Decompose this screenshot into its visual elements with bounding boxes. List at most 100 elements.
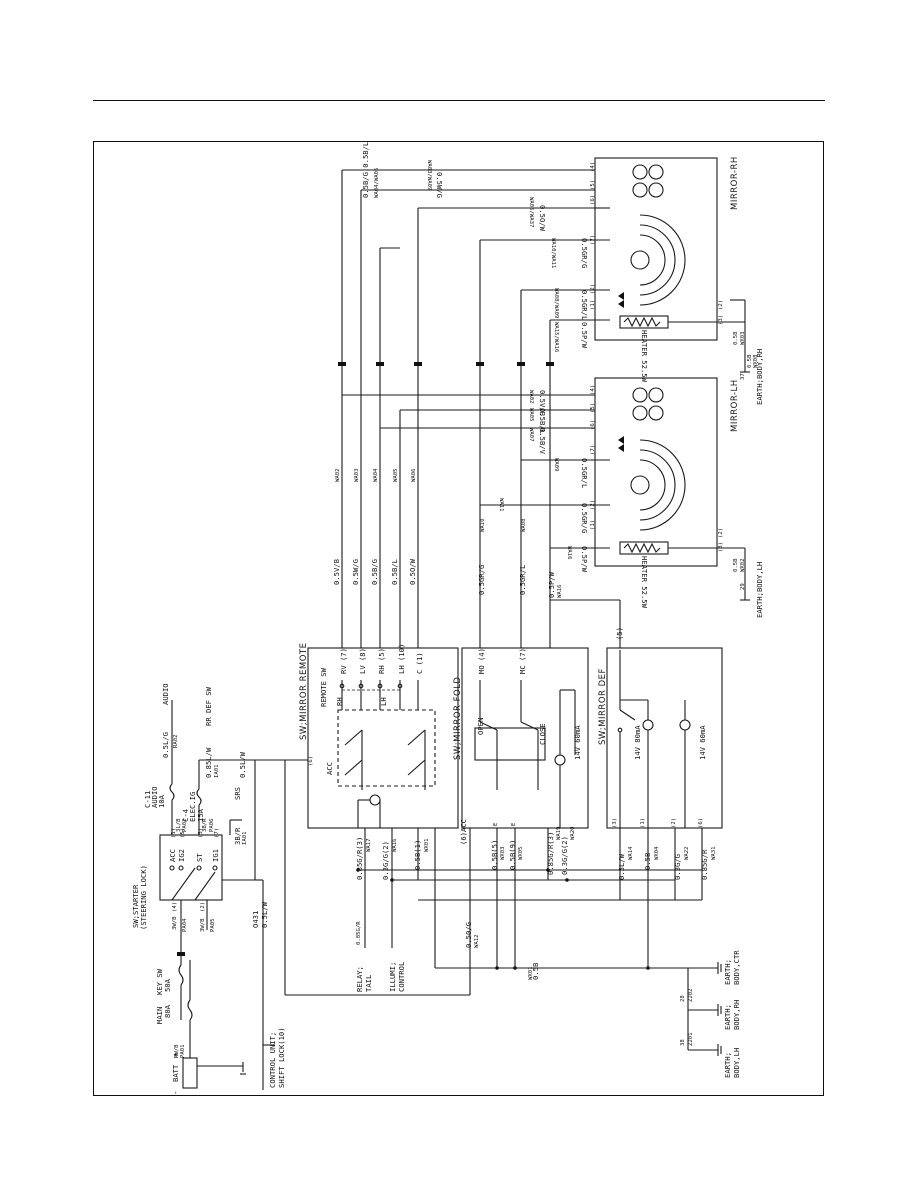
starter-title: SW;STARTER bbox=[131, 884, 140, 928]
relay-label: RELAY; bbox=[355, 966, 364, 992]
wire-tail: 0.85G/R bbox=[356, 921, 362, 945]
elec-ig-fuse-rating: 15A bbox=[196, 808, 205, 822]
illumi-label: ILLUMI; bbox=[388, 962, 397, 992]
mid-def-c: WA16 bbox=[557, 585, 563, 598]
mirror-lh: MIRROR-LH 0.5V/B WA02 0.5B/L WA05 0.5B/V… bbox=[342, 377, 764, 618]
audio-fuse-rating: 10A bbox=[157, 794, 166, 808]
rh-pin-5: (5) bbox=[590, 180, 596, 190]
remote-pin-lh: LH (10) bbox=[397, 644, 406, 674]
wire-ctrl: 0.5L/W bbox=[260, 901, 269, 928]
elec-ig-fuse-sub: ELEC.IG bbox=[188, 792, 197, 822]
rh-wire-pw-c: WA15/WA16 bbox=[553, 322, 559, 352]
mid-wires: 0.5V/B WA02 0.5W/G WA03 0.5B/G WA04 0.5B… bbox=[332, 170, 621, 648]
wire-ctrl-top: 0.5L/W bbox=[238, 751, 247, 778]
rh-wire-ow: 0.5O/W bbox=[538, 205, 547, 232]
control-unit-label: CONTROL UNIT; bbox=[268, 1032, 277, 1088]
rh-wire-pw: 0.5P/W bbox=[580, 322, 589, 349]
remote-sw-lh: LH bbox=[379, 697, 388, 706]
wire-ilk: 0.50/G bbox=[464, 922, 473, 948]
mid-lv: 0.5W/G bbox=[351, 559, 360, 585]
battery-minus: - bbox=[171, 1091, 180, 1095]
earth-n1: 28 bbox=[680, 995, 686, 1002]
circuit-pa02-b: PA02 bbox=[182, 819, 188, 832]
remote-pin-rv: RV (7) bbox=[339, 648, 348, 674]
rh-mid-wire: 0.5B/G,0.5B/L bbox=[361, 142, 370, 198]
lh-c-1: WA05 bbox=[528, 408, 534, 421]
lh-wire-pw-c: WA16 bbox=[566, 546, 572, 559]
wire-bat: RW/B bbox=[174, 1044, 180, 1058]
rh-earth-c2: WX08 bbox=[753, 354, 759, 368]
mid-rv-c: WA02 bbox=[335, 469, 341, 482]
def-bot-w1: 0.5L/W bbox=[617, 853, 626, 880]
lh-wire-grg: 0.5GR/G bbox=[580, 503, 589, 533]
main-fuse-rating: 80A bbox=[163, 1004, 172, 1018]
illumi-label2: CONTROL bbox=[397, 962, 406, 992]
rh-earth-wire2: 0.5B bbox=[747, 354, 753, 368]
lh-earth-c: WX02 bbox=[740, 559, 746, 572]
wire-audio-out: 0.5L/G bbox=[161, 732, 170, 758]
fold-bot-c3: WA19 bbox=[556, 827, 562, 840]
mid-c: 0.5O/W bbox=[408, 558, 417, 585]
def-bot-c4: WA31 bbox=[711, 847, 717, 860]
wire-srs: 3B/R bbox=[233, 827, 242, 845]
lh-earth-num: 29 bbox=[740, 583, 746, 590]
earth-lh2: BODY,LH bbox=[732, 1048, 741, 1078]
earths-bottom: EARTH; BODY,CTR EARTH; BODY,RH 28 Z202 E… bbox=[680, 950, 741, 1078]
def-bot-pin-3: (3) bbox=[612, 818, 618, 828]
def-bot-w4: 0.85G/R bbox=[700, 849, 709, 880]
def-sw-title: SW;MIRROR DEF bbox=[598, 668, 608, 745]
lh-heater: HEATER 52.5W bbox=[640, 556, 649, 609]
wire-rrdef: 0.85L/W bbox=[204, 747, 213, 778]
wire-3wb-1: 3W/B bbox=[172, 916, 178, 930]
mid-def: 0.5P/W bbox=[547, 571, 556, 598]
main-fuse-name: MAIN bbox=[155, 1007, 164, 1024]
wire-3br: 3B/R bbox=[202, 818, 208, 832]
lh-heater-pin: (3) bbox=[718, 542, 724, 552]
starter-pos-acc: ACC bbox=[168, 849, 177, 862]
rh-earth-name: EARTH;BODY,RH bbox=[755, 349, 764, 405]
wire-ex-c: WX01 bbox=[528, 967, 534, 980]
fold-pin-mo: MO (4) bbox=[477, 648, 486, 674]
header-rule bbox=[93, 100, 825, 101]
rh-wire-grg-c: WA10/WA11 bbox=[550, 238, 556, 268]
mid-mo-c: WA10 bbox=[480, 519, 486, 532]
mirror-remote-switch: SW;MIRROR REMOTE REMOTE SW RH LH ACC (6)… bbox=[299, 643, 459, 880]
circuit-ia01b: IA01 bbox=[242, 832, 248, 845]
fold-bot-acc: (6)ACC bbox=[459, 819, 468, 845]
lh-wire-grl-c: WA09 bbox=[553, 458, 559, 471]
wire-ex: 0.5B bbox=[531, 963, 540, 980]
rh-top-wire-1: 0.5W/G bbox=[435, 172, 444, 198]
mirror-lh-title: MIRROR-LH bbox=[730, 379, 740, 432]
earth-rh: EARTH; bbox=[723, 1004, 732, 1030]
remote-sw-left-pin: (6) bbox=[308, 756, 314, 766]
battery-label: BATT bbox=[171, 1064, 180, 1082]
lh-wire-grl: 0.5GR/L bbox=[580, 458, 589, 488]
rh-wire-grl-c: WA08/WA09 bbox=[553, 288, 559, 318]
circuit-pa06: PA06 bbox=[209, 819, 215, 832]
mid-mc: 0.5GR/L bbox=[518, 565, 527, 595]
lh-earth-wire: 0.5B bbox=[733, 558, 739, 572]
lh-c-2: WA07 bbox=[528, 428, 534, 441]
fold-bot-3: 0.85G/R(3) bbox=[546, 832, 555, 875]
starter-pos-st: ST bbox=[195, 853, 204, 862]
lh-motor-pin-2: (2) bbox=[590, 500, 596, 510]
remote-sw-subtitle: REMOTE SW bbox=[319, 667, 328, 707]
lh-wire-1: 0.5B/L bbox=[538, 408, 547, 434]
lh-c-0: WA02 bbox=[528, 390, 534, 403]
rh-wire-ow-c: WA06/WA37 bbox=[528, 197, 534, 227]
elec-ig-branch: C-4 ELEC.IG 15A 3B/R PA06 0.85L/W IA01 R… bbox=[181, 686, 248, 845]
def-bot-w3: 0.3G/G bbox=[673, 854, 682, 880]
rh-earth-wire: 0.5B bbox=[733, 331, 739, 345]
fold-bot-9: 0.5B(9) bbox=[508, 840, 517, 870]
earth-n2: 38 bbox=[680, 1039, 686, 1046]
def-bot-pin-2: (2) bbox=[671, 818, 677, 828]
mirror-fold-switch: SW;MIRROR FOLD OPEN CLOSE 14V 60mA MO (4… bbox=[453, 647, 589, 880]
fold-bot-c2: WX05 bbox=[518, 847, 524, 860]
earth-ctr2: BODY,CTR bbox=[732, 950, 741, 985]
lh-earth-name: EARTH;BODY,LH bbox=[755, 562, 764, 618]
fold-sw-close: CLOSE bbox=[538, 723, 547, 745]
fold-bot-e2: E bbox=[511, 822, 517, 826]
rrdef-dest: RR DEF SW bbox=[204, 686, 213, 726]
fold-bot-e1: E bbox=[493, 822, 499, 826]
